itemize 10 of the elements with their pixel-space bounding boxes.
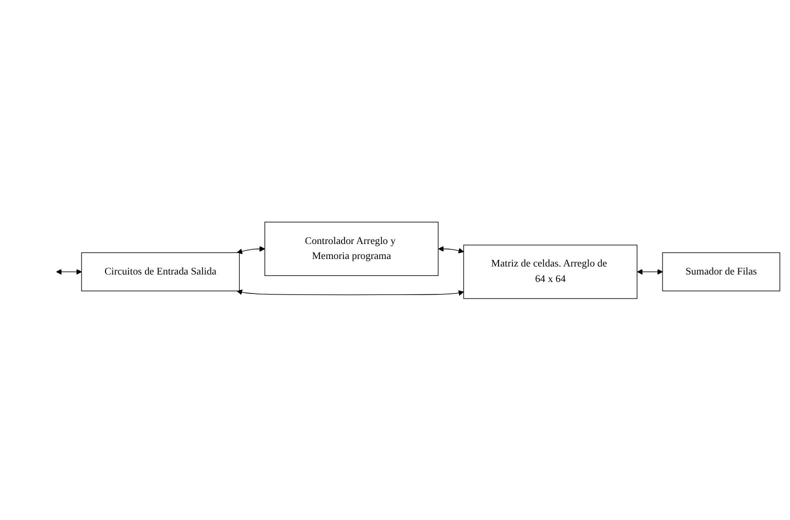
block-diagram: Circuitos de Entrada Salida Controlador Arreglo y Memoria programa Matriz de celdas. Arreglo de 64 x 64 Sumador de Filas (5, 216, 785, 304)
node-box (264, 221, 438, 276)
arrow (637, 268, 663, 274)
node-box (81, 252, 240, 291)
arrow (438, 246, 464, 254)
arrow (236, 289, 464, 296)
node-box (662, 252, 780, 291)
arrow (236, 246, 266, 254)
arrow (56, 268, 82, 274)
node-box (463, 244, 638, 299)
